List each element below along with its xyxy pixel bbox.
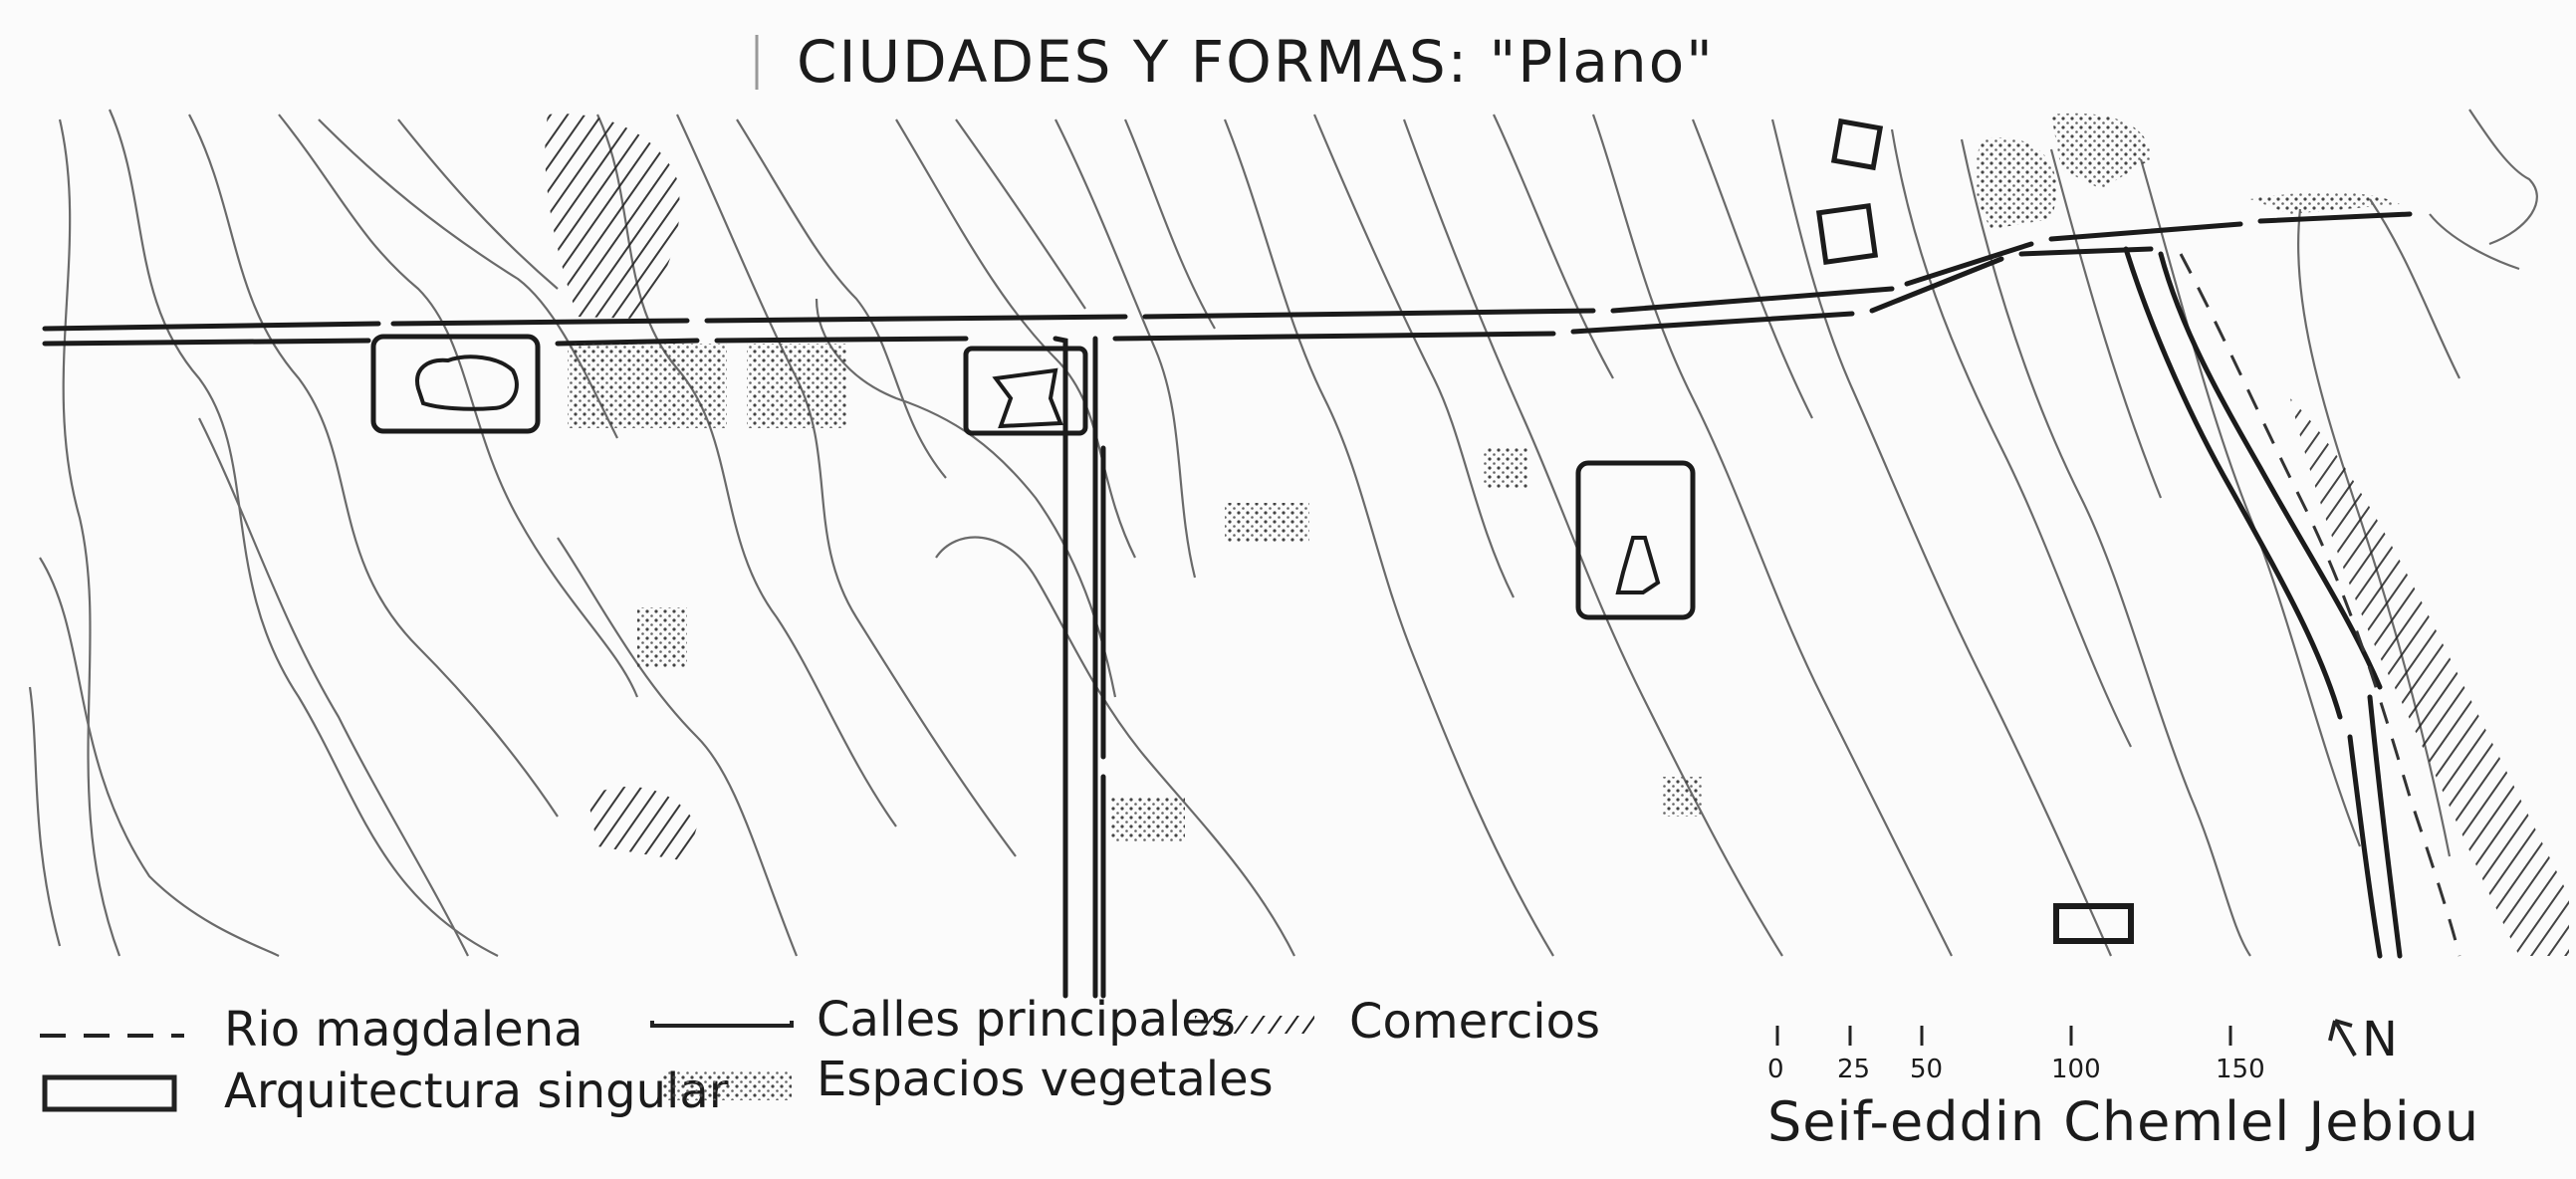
legend-river-label: Rio magdalena — [224, 1002, 584, 1058]
north-arrow-icon: N — [2328, 1012, 2398, 1067]
commerce-zones — [545, 114, 2569, 956]
legend-green-swatch — [662, 1070, 792, 1100]
scale-tick-150: 150 — [2216, 1055, 2265, 1084]
legend: Rio magdalena Calles principales Comerci… — [40, 992, 1600, 1119]
legend-green-label: Espacios vegetales — [817, 1052, 1274, 1107]
scale-bar: 0 25 50 100 150 — [1767, 1026, 2265, 1084]
scale-tick-50: 50 — [1910, 1055, 1943, 1084]
map-title: CIUDADES Y FORMAS: "Plano" — [797, 28, 1715, 96]
scale-tick-25: 25 — [1837, 1055, 1870, 1084]
author-signature: Seif-eddin Chemlel Jebiou — [1767, 1090, 2479, 1153]
scale-tick-100: 100 — [2051, 1055, 2101, 1084]
legend-architecture-swatch — [42, 1074, 177, 1112]
legend-streets-label: Calles principales — [817, 992, 1236, 1048]
north-label: N — [2362, 1012, 2398, 1067]
legend-commerce-swatch — [1195, 1016, 1314, 1034]
river — [2179, 253, 2461, 957]
singular-architecture — [370, 118, 2134, 944]
main-streets — [42, 211, 2413, 999]
legend-streets-swatch — [650, 1021, 794, 1028]
green-spaces — [568, 113, 2400, 841]
contour-lines — [28, 109, 2538, 957]
legend-architecture-label: Arquitectura singular — [224, 1063, 729, 1119]
scale-tick-0: 0 — [1767, 1055, 1784, 1084]
legend-commerce-label: Comercios — [1349, 994, 1600, 1050]
